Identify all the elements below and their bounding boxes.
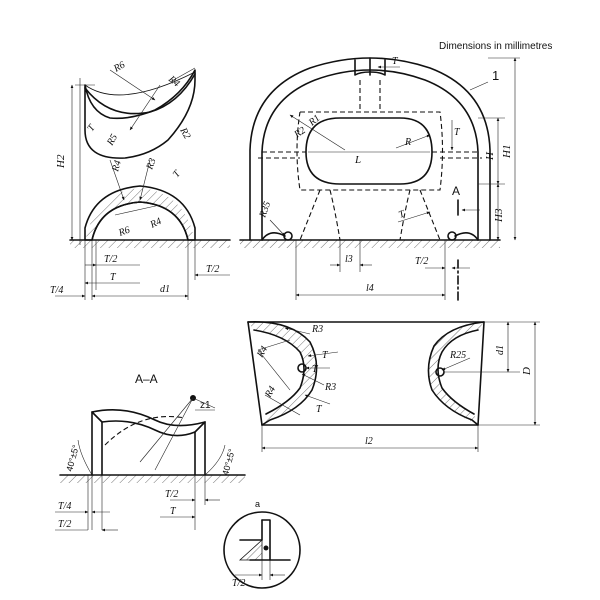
side-dim-t: T (110, 272, 117, 283)
front-dim-t-mid: T (454, 127, 461, 138)
section-dim-t-quarter: T/4 (58, 501, 71, 512)
units-note: Dimensions in millimetres (439, 41, 552, 52)
plan-radius-r3-top: R3 (311, 324, 323, 335)
plan-radius-r3-mid: R3 (324, 382, 336, 393)
front-radius-r: R (404, 137, 411, 148)
section-dim-t: T (170, 506, 177, 517)
plan-view: R3 R4 T T R3 R4 T R25 d1 D l2 (247, 321, 540, 452)
detail-circle (223, 511, 301, 589)
side-radius-r4-low: R4 (148, 216, 164, 231)
side-radius-r4-top: R4 (165, 73, 181, 89)
front-view: T 1 R1 R2 L R T H H1 H3 A T R35 (239, 56, 520, 301)
weld-callout-z1: z1 (200, 400, 211, 411)
detail-dim-t-half: T/2 (232, 578, 245, 589)
side-upper-saddle (84, 69, 196, 159)
plan-dim-l2: l2 (365, 436, 373, 447)
plan-dim-t1: T (322, 350, 329, 361)
item-callout-1: 1 (492, 68, 499, 83)
plan-dim-d: D (521, 367, 533, 376)
side-thickness-t1: T (85, 122, 98, 134)
height-h2-label: H2 (55, 154, 67, 169)
side-radius-r2: R2 (177, 125, 193, 141)
detail-view: a T/2 (223, 499, 301, 589)
front-dim-t-top: T (392, 56, 399, 67)
front-dim-t-half: T/2 (415, 256, 428, 267)
side-dim-t-half: T/2 (104, 254, 117, 265)
side-dim-d1: d1 (160, 284, 170, 295)
front-height-h: H (484, 151, 496, 161)
plan-dim-d1: d1 (495, 345, 506, 355)
side-radius-r6-low: R6 (116, 225, 131, 239)
section-dim-t-half: T/2 (165, 489, 178, 500)
front-dim-l3: l3 (345, 254, 353, 265)
plan-radius-r4-bottom: R4 (263, 384, 279, 400)
front-dim-l4: l4 (366, 283, 374, 294)
side-thickness-t2: T (171, 167, 184, 179)
plan-dim-t2: T (312, 364, 319, 375)
side-radius-r5: R5 (105, 132, 121, 148)
front-length-l: L (354, 154, 361, 166)
plan-radius-r25: R25 (449, 350, 466, 361)
front-oval-opening (305, 117, 433, 185)
front-dim-t-low: T (397, 208, 407, 221)
plan-dim-t3: T (316, 404, 323, 415)
side-radius-r3: R3 (144, 157, 158, 172)
section-body (91, 408, 206, 476)
section-view: A–A z1 40°±5° 40°±5° T/2 T T/4 (55, 372, 246, 532)
side-view: H2 R6 R4 T R5 R2 R4 R3 T R6 R4 T/2 (50, 60, 231, 300)
front-radius-r35: R35 (257, 200, 273, 220)
side-dim-t-half-right: T/2 (206, 264, 219, 275)
section-dim-t-half-left: T/2 (58, 519, 71, 530)
section-mark-a: A (452, 184, 460, 198)
side-radius-r6: R6 (111, 60, 127, 76)
section-title: A–A (135, 372, 158, 386)
front-height-h3: H3 (493, 208, 505, 223)
front-outer-arch (249, 57, 491, 241)
detail-mark-a: a (255, 499, 260, 509)
angle-left: 40°±5° (64, 443, 81, 472)
front-height-h1: H1 (501, 145, 513, 159)
side-dim-t-quarter: T/4 (50, 285, 63, 296)
plan-radius-r4-left: R4 (255, 344, 271, 360)
front-radius-r2: R2 (292, 125, 308, 141)
